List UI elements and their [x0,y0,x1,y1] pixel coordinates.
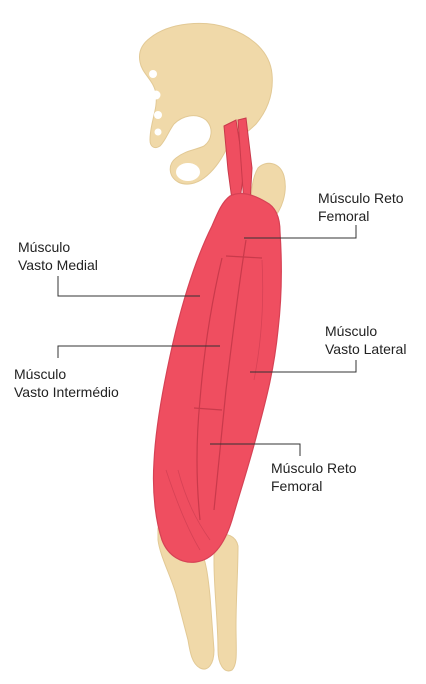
label-line: Músculo Reto [271,459,357,477]
label-line: Músculo [14,365,119,383]
label-rectus-femoris-bottom: Músculo Reto Femoral [271,459,357,495]
label-line: Vasto Medial [18,256,98,274]
label-line: Femoral [271,477,357,495]
label-line: Músculo [325,322,406,340]
label-line: Vasto Intermédio [14,383,119,401]
label-line: Músculo Reto [318,189,404,207]
label-line: Femoral [318,207,404,225]
label-line: Músculo [18,238,98,256]
leader-line-vastus-medialis [58,276,200,296]
label-vastus-medialis: Músculo Vasto Medial [18,238,98,274]
label-vastus-lateralis: Músculo Vasto Lateral [325,322,406,358]
label-rectus-femoris-top: Músculo Reto Femoral [318,189,404,225]
label-line: Vasto Lateral [325,340,406,358]
label-vastus-intermedius: Músculo Vasto Intermédio [14,365,119,401]
pelvis-bone [139,23,272,184]
